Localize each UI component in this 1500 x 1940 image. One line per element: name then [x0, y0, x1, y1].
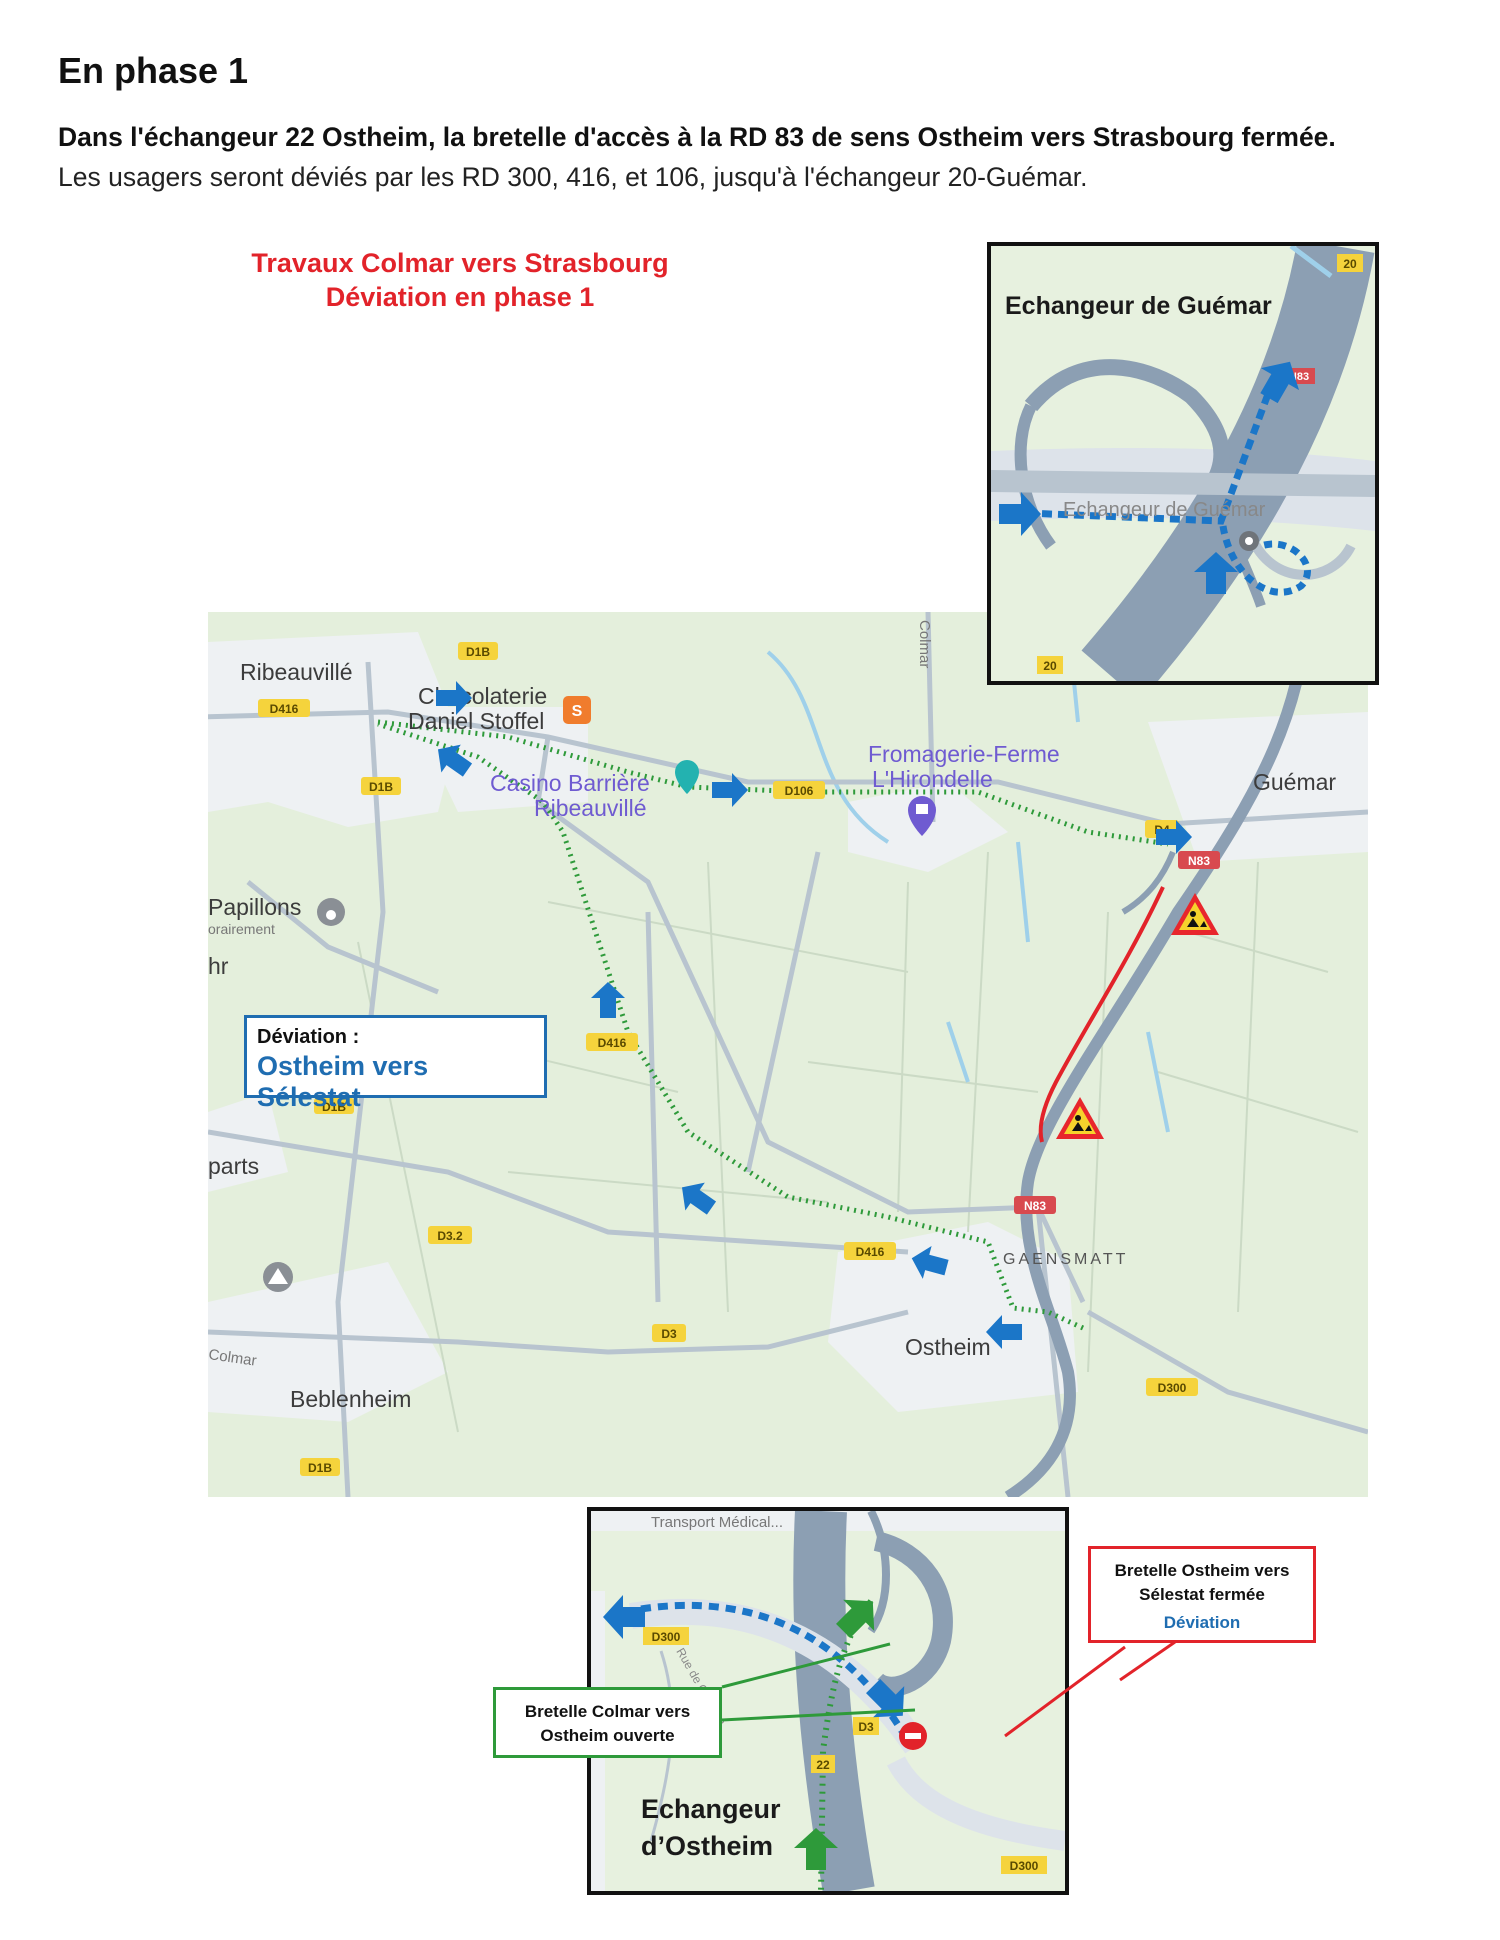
deviation-label-line1: Déviation :: [257, 1026, 360, 1048]
svg-text:D3: D3: [661, 1327, 677, 1341]
svg-text:N83: N83: [1188, 854, 1210, 868]
map-title: Travaux Colmar vers Strasbourg Déviation…: [200, 246, 720, 314]
inset-guemar[interactable]: 20 20 N83 Echangeur de Guémar Echangeur …: [987, 242, 1379, 685]
inset-ostheim-d300-bottom: D300: [1010, 1859, 1039, 1873]
badge-20-bottom: 20: [1043, 659, 1057, 673]
svg-text:D3.2: D3.2: [437, 1229, 463, 1243]
label-fromagerie-1: Fromagerie-Ferme: [868, 741, 1060, 767]
label-gaensmatt: GAENSMATT: [1003, 1251, 1128, 1268]
roadwork-segment: [1038, 886, 1165, 1143]
svg-text:D300: D300: [1158, 1381, 1187, 1395]
shopping-bag-icon: [908, 796, 936, 836]
svg-text:D416: D416: [856, 1245, 885, 1259]
label-ribeauville: Ribeauvillé: [240, 659, 353, 685]
label-fromagerie-2: L'Hirondelle: [872, 766, 993, 792]
place-labels: Ribeauvillé Chocolaterie Daniel Stoffel …: [208, 620, 1336, 1412]
lead-paragraph: Dans l'échangeur 22 Ostheim, la bretelle…: [58, 122, 1336, 152]
svg-text:D1B: D1B: [466, 645, 490, 659]
inset-ostheim-title: Echangeur d’Ostheim: [641, 1794, 781, 1861]
label-casino-1: Casino Barrière: [490, 770, 650, 796]
badge-22: 22: [816, 1758, 830, 1772]
highway-n83: [1004, 612, 1314, 1497]
body-paragraph: Les usagers seront déviés par les RD 300…: [58, 162, 1088, 192]
location-pin-icon: [675, 760, 699, 794]
label-papillons-2: orairement: [208, 921, 275, 937]
main-map[interactable]: D1B D416 D1B D106 D4 N83 D416 D1B D3.2 N…: [208, 612, 1368, 1497]
callout-bretelle-fermee: Bretelle Ostheim vers Sélestat fermée Dé…: [1088, 1546, 1316, 1643]
label-hr: hr: [208, 953, 229, 979]
svg-text:D106: D106: [785, 784, 814, 798]
label-papillons: Papillons: [208, 894, 301, 920]
svg-text:N83: N83: [1024, 1199, 1046, 1213]
map-title-line2: Déviation en phase 1: [325, 282, 595, 312]
label-casino-2: Ribeauvillé: [534, 795, 647, 821]
map-title-line1: Travaux Colmar vers Strasbourg: [251, 248, 669, 278]
paw-icon: [317, 898, 345, 926]
label-ostheim: Ostheim: [905, 1334, 991, 1360]
page-title: En phase 1: [58, 50, 249, 91]
chocolaterie-pin-icon: S: [563, 696, 591, 724]
road-badges: D1B D416 D1B D106 D4 N83 D416 D1B D3.2 N…: [258, 642, 1220, 1476]
label-beblenheim: Beblenheim: [290, 1386, 411, 1412]
label-guemar: Guémar: [1253, 769, 1336, 795]
svg-text:D416: D416: [598, 1036, 627, 1050]
callout-bretelle-ouverte: Bretelle Colmar vers Ostheim ouverte: [493, 1687, 722, 1758]
svg-text:D1B: D1B: [322, 1100, 346, 1114]
inset-guemar-map-label: Echangeur de Guémar: [1063, 499, 1266, 521]
deviation-label-box: Déviation : Ostheim vers Sélestat: [244, 1015, 547, 1112]
inset-ostheim-d300-top: D300: [652, 1630, 681, 1644]
no-entry-icon: [899, 1722, 927, 1750]
svg-text:D416: D416: [270, 702, 299, 716]
label-chocolaterie-2: Daniel Stoffel: [408, 708, 544, 734]
svg-text:S: S: [572, 703, 583, 720]
inset-ostheim-top-label: Transport Médical...: [651, 1514, 783, 1531]
label-colmar-road: Colmar: [916, 620, 933, 668]
label-parts: parts: [208, 1153, 259, 1179]
inset-guemar-title: Echangeur de Guémar: [1005, 292, 1272, 320]
svg-text:D1B: D1B: [308, 1461, 332, 1475]
deviation-label-line2: Ostheim vers Sélestat: [257, 1051, 429, 1112]
badge-20-top: 20: [1343, 257, 1357, 271]
inset-ostheim-d3: D3: [858, 1720, 874, 1734]
camping-icon: [263, 1262, 293, 1292]
label-colmar-left: Colmar: [208, 1346, 258, 1370]
svg-text:D1B: D1B: [369, 780, 393, 794]
